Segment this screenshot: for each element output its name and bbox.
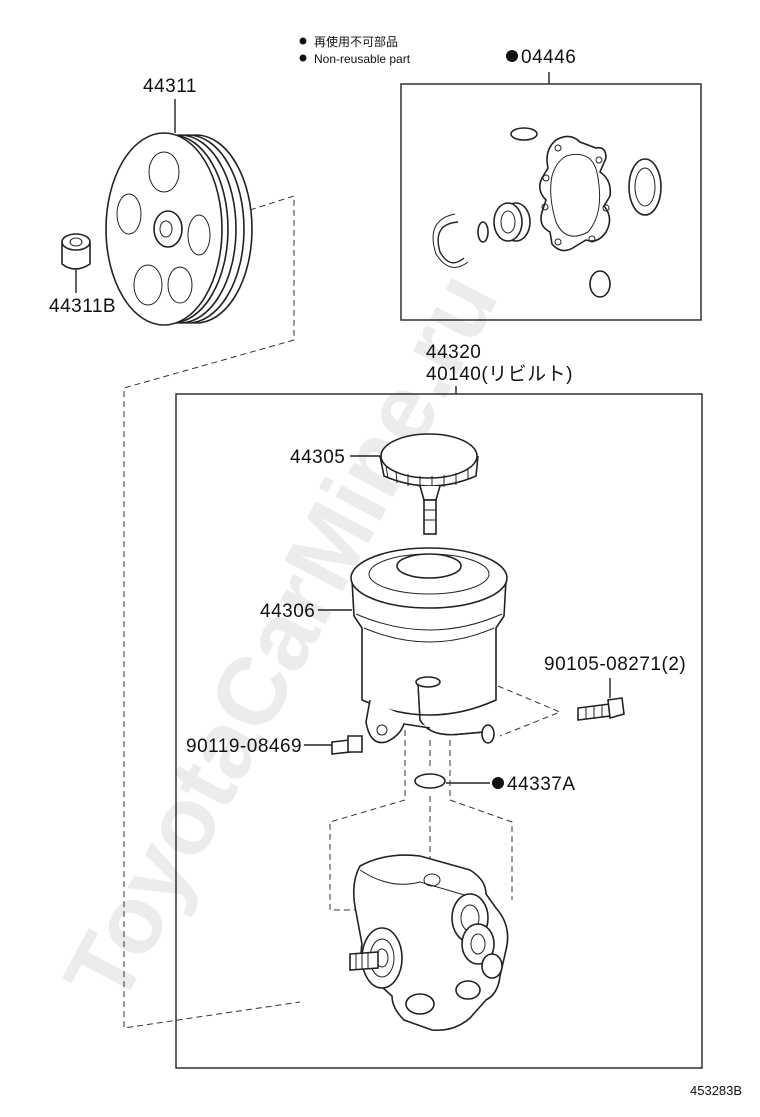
legend-dot-1 — [299, 37, 307, 45]
pump-body-drawing — [349, 854, 509, 1032]
pulley-nut-44311b-drawing — [61, 233, 91, 270]
non-reusable-dot-04446 — [506, 50, 518, 62]
pump-assy-box — [175, 393, 703, 1069]
non-reusable-dot-44337a — [492, 777, 504, 789]
cap-44305-drawing — [379, 433, 479, 535]
label-pulley: 44311 — [143, 76, 197, 97]
bolt-90105-drawing — [577, 697, 625, 721]
label-pump-rebuilt: 40140(リビルト) — [426, 363, 573, 385]
label-bolt-right: 90105-08271(2) — [544, 654, 686, 675]
legend-line-2: Non-reusable part — [314, 52, 411, 66]
bolt-90119-drawing — [331, 735, 363, 755]
gasket-kit-box — [400, 83, 702, 321]
reservoir-44306-drawing — [350, 547, 508, 744]
dashed-guide-bolt-right — [497, 685, 562, 737]
legend: 再使用不可部品 Non-reusable part — [299, 34, 411, 66]
gasket-kit-parts — [432, 127, 662, 298]
dashed-guide-right — [449, 740, 513, 900]
figure-code: 453283B — [690, 1083, 742, 1098]
label-gasket-kit: 04446 — [521, 47, 576, 68]
label-o-ring: 44337A — [507, 774, 576, 795]
label-bolt-left: 90119-08469 — [186, 736, 302, 757]
legend-dot-2 — [299, 54, 307, 62]
o-ring-44337a-drawing — [414, 773, 446, 789]
legend-line-1: 再使用不可部品 — [314, 34, 398, 49]
label-pulley-nut: 44311B — [49, 296, 116, 317]
label-cap: 44305 — [290, 447, 345, 468]
pulley-44311-drawing — [105, 132, 253, 326]
label-reservoir: 44306 — [260, 601, 315, 622]
label-pump-assy: 44320 — [426, 342, 481, 363]
